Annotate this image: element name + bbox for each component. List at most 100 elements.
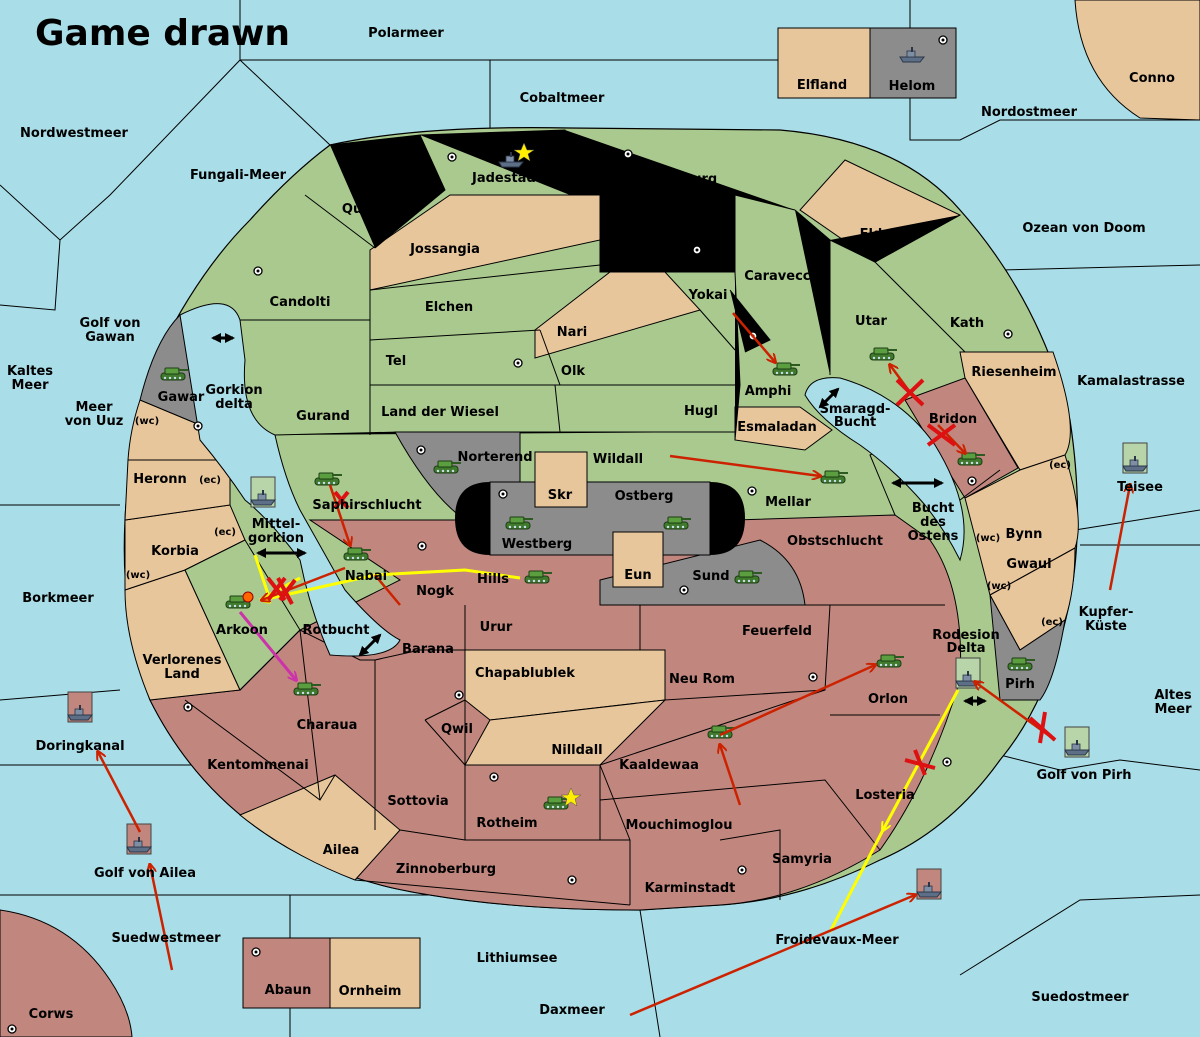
label-golf-pirh: Golf von Pirh xyxy=(1036,768,1131,783)
label-corws: Corws xyxy=(29,1007,74,1022)
label-smaragd: Smaragd-Bucht xyxy=(820,402,891,430)
label-mittelgorkion: Mittel-gorkion xyxy=(248,517,304,546)
label-schloss: Schloss Gruenburg xyxy=(579,172,717,187)
territory-ailea[interactable] xyxy=(239,774,401,881)
label-kupfer: Kupfer-Küste xyxy=(1079,605,1134,634)
label-suedwest: Suedwestmeer xyxy=(111,931,221,946)
coast-tag: (ec) xyxy=(1049,460,1071,471)
label-froidevaux: Froidevaux-Meer xyxy=(775,933,899,948)
label-obst: Obstschlucht xyxy=(787,534,883,549)
game-status-title: Game drawn xyxy=(35,13,290,54)
territory-conno[interactable] xyxy=(1074,0,1200,121)
label-conno: Conno xyxy=(1129,71,1175,86)
label-yokai: Yokai xyxy=(687,288,727,303)
label-urur: Urur xyxy=(480,620,513,635)
army-icon[interactable] xyxy=(293,682,322,696)
label-skr: Skr xyxy=(548,488,573,503)
label-candolti: Candolti xyxy=(270,295,331,310)
label-daxmeer: Daxmeer xyxy=(539,1003,605,1018)
army-icon[interactable] xyxy=(869,347,898,361)
star-icon xyxy=(560,787,582,807)
label-gwaul: Gwaul xyxy=(1006,557,1051,572)
army-icon[interactable] xyxy=(160,367,189,381)
territory-verlorenes[interactable] xyxy=(124,569,241,701)
territory-elfland[interactable] xyxy=(777,27,871,99)
adjacency-arrows xyxy=(211,333,987,706)
label-lithium: Lithiumsee xyxy=(477,951,558,966)
region-labels: Polarmeer Cobaltmeer Nordwestmeer Fungal… xyxy=(7,26,1192,1022)
sea-smaragd-bucht xyxy=(804,377,965,562)
label-zinnober: Zinnoberburg xyxy=(396,862,496,877)
territory-pirh[interactable] xyxy=(989,594,1066,701)
supply-centers xyxy=(7,35,1013,1034)
label-esmaladan: Esmaladan xyxy=(737,420,817,435)
label-polarmeer: Polarmeer xyxy=(368,26,444,41)
army-icon[interactable] xyxy=(314,472,343,486)
label-orlon: Orlon xyxy=(868,692,908,707)
label-nogk: Nogk xyxy=(416,584,454,599)
convoy-order xyxy=(238,611,296,680)
label-nabai: Nabai xyxy=(345,569,387,584)
label-mellar: Mellar xyxy=(765,495,811,510)
coast-tag: (wc) xyxy=(126,570,150,581)
label-olk: Olk xyxy=(561,364,586,379)
army-icon[interactable] xyxy=(734,570,763,584)
label-jossangia: Jossangia xyxy=(409,242,480,257)
label-mouchi: Mouchimoglou xyxy=(626,818,733,833)
label-charaua: Charaua xyxy=(297,718,358,733)
label-kamala: Kamalastrasse xyxy=(1077,374,1185,389)
label-elfland: Elfland xyxy=(797,78,847,93)
label-gruenheim: Gruenheim xyxy=(618,216,698,231)
territory-corws[interactable] xyxy=(0,909,133,1037)
label-barana: Barana xyxy=(402,642,454,657)
sea-gorkion-channel xyxy=(179,303,401,657)
label-rotheim: Rotheim xyxy=(476,816,537,831)
label-kaaldewaa: Kaaldewaa xyxy=(619,758,699,773)
fortress-east-cap xyxy=(710,482,745,555)
army-icon[interactable] xyxy=(772,362,801,376)
army-icon[interactable] xyxy=(820,470,849,484)
army-icon[interactable] xyxy=(957,452,986,466)
label-ostberg: Ostberg xyxy=(615,489,674,504)
label-neu-rom: Neu Rom xyxy=(669,672,735,687)
territory-sund[interactable] xyxy=(599,539,806,606)
move-orders xyxy=(98,312,1130,1017)
army-icon[interactable] xyxy=(707,725,736,739)
label-abaun: Abaun xyxy=(265,983,312,998)
label-pirh: Pirh xyxy=(1005,677,1035,692)
label-chapa: Chapablublek xyxy=(475,666,575,681)
label-nordwestmeer: Nordwestmeer xyxy=(20,126,128,141)
label-nari: Nari xyxy=(557,325,588,340)
label-golf-ailea: Golf von Ailea xyxy=(94,866,196,881)
label-elchen: Elchen xyxy=(425,300,473,315)
coast-tag: (ec) xyxy=(1041,617,1063,628)
army-icon[interactable] xyxy=(876,654,905,668)
territory-ornheim[interactable] xyxy=(329,937,421,1009)
territory-nari[interactable] xyxy=(534,271,701,359)
army-icon[interactable] xyxy=(663,516,692,530)
label-arkoon: Arkoon xyxy=(216,623,268,638)
army-icon[interactable] xyxy=(524,570,553,584)
army-icon[interactable] xyxy=(343,547,372,561)
label-saphir: Saphirschlucht xyxy=(312,498,421,513)
label-samyria: Samyria xyxy=(772,852,832,867)
label-tel: Tel xyxy=(386,354,406,369)
army-icon[interactable] xyxy=(505,516,534,530)
star-icon xyxy=(513,142,535,162)
territory-skr[interactable] xyxy=(534,451,588,508)
territory-eun[interactable] xyxy=(612,531,664,588)
army-icon[interactable] xyxy=(1007,657,1036,671)
label-kath: Kath xyxy=(950,316,984,331)
label-amphi: Amphi xyxy=(745,384,792,399)
label-losteria: Losteria xyxy=(855,788,915,803)
explosion-icon xyxy=(242,591,254,603)
label-gurand: Gurand xyxy=(296,409,350,424)
coast-tag: (wc) xyxy=(976,533,1000,544)
coast-tag: (ec) xyxy=(214,527,236,538)
